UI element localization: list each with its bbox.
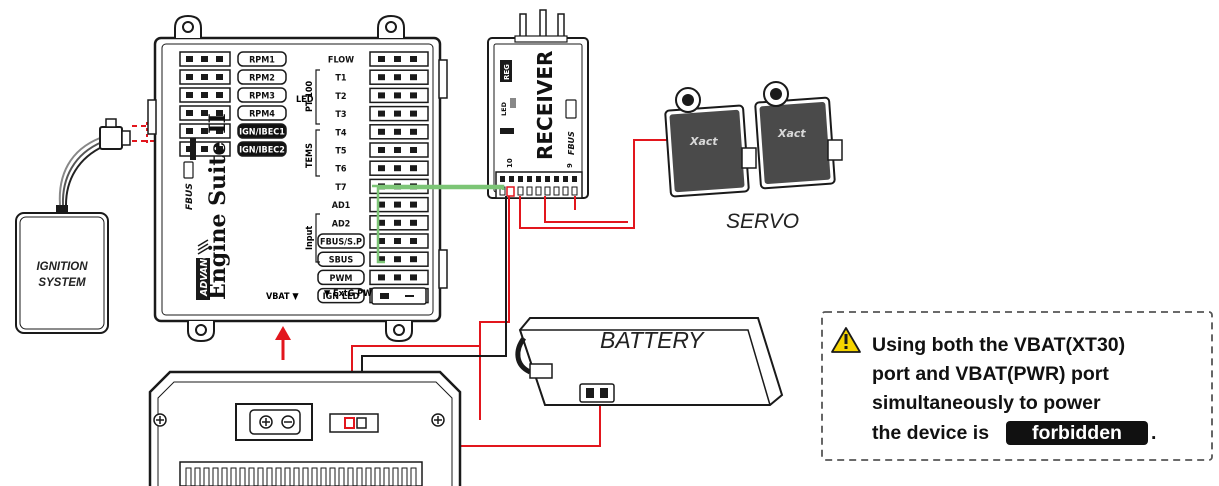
receiver-ch-left: 10 <box>506 158 514 168</box>
warning-forbidden: forbidden <box>1032 422 1122 444</box>
right-port-6: T5 <box>335 142 429 158</box>
receiver-fbus: FBUS <box>567 131 576 155</box>
right-port-2: T1 <box>335 69 429 85</box>
receiver-led: LED <box>500 101 508 116</box>
left-port-4: RPM4 <box>179 105 287 121</box>
extpwr-label: ▼ ExtG PWR <box>324 289 379 299</box>
warning-line-3: simultaneously to power <box>872 392 1101 414</box>
vbat-arrow <box>275 326 291 360</box>
servo-wire-1 <box>519 139 668 229</box>
left-port-label: RPM2 <box>249 74 275 84</box>
right-port-1: FLOW <box>328 51 429 67</box>
led-label: LED <box>296 95 314 105</box>
right-port-label: T2 <box>335 92 346 102</box>
servo-1: Xact <box>664 87 757 198</box>
warning-line-2: port and VBAT(PWR) port <box>872 363 1109 385</box>
forbidden-badge <box>1006 421 1148 445</box>
right-port-label: FBUS/S.P <box>320 238 362 248</box>
group-label-pt100: PT 100 <box>305 80 315 112</box>
right-port-10: AD2 <box>332 215 429 231</box>
ignition-label-line2: SYSTEM <box>38 277 86 289</box>
right-port-label: T4 <box>335 128 347 138</box>
right-port-label: AD1 <box>332 201 351 211</box>
warning-box: Using both the VBAT(XT30) port and VBAT(… <box>821 311 1213 461</box>
servo-2-brand: Xact <box>777 127 806 140</box>
right-port-9: AD1 <box>332 196 429 213</box>
left-port-2: RPM2 <box>179 69 287 85</box>
green-signal-wire <box>376 186 505 264</box>
group-label-input: Input <box>305 226 315 250</box>
right-port-label: T1 <box>335 74 347 84</box>
advance-logo-badge <box>196 258 210 300</box>
right-port-label: T5 <box>335 147 347 157</box>
warning-line-4: the device is <box>872 422 989 444</box>
brand-main: Engine Suite II <box>205 113 231 300</box>
servo-2: Xact <box>754 81 843 190</box>
left-port-label: RPM1 <box>249 56 275 66</box>
left-port-label: IGN/IBEC2 <box>239 146 285 156</box>
warning-line-1: Using both the VBAT(XT30) <box>872 334 1125 356</box>
right-port-13: PWM <box>317 269 429 286</box>
brand-fbus: FBUS <box>185 183 195 210</box>
right-port-7: T6 <box>335 160 429 176</box>
receiver-ch-right: 9 <box>566 163 574 168</box>
right-port-11: FBUS/S.P <box>317 233 429 249</box>
vbat-label: VBAT ▼ <box>266 292 299 302</box>
right-port-label: T7 <box>335 183 346 193</box>
battery: BATTERY <box>515 317 784 406</box>
bottom-power-connector <box>371 287 427 305</box>
right-port-5: T4 <box>335 124 429 140</box>
brand-top: ADVANCE <box>199 245 210 297</box>
servo-label: SERVO <box>726 210 799 233</box>
left-port-3: RPM3 <box>179 87 287 103</box>
right-port-12: SBUS <box>317 251 429 267</box>
right-port-3: T2 <box>335 87 429 104</box>
ignition-label-line1: IGNITION <box>36 261 88 273</box>
receiver-label: RECEIVER <box>533 51 557 160</box>
right-port-4: T3 <box>335 105 429 122</box>
ignition-connector <box>99 126 123 150</box>
left-port-label: IGN/IBEC1 <box>239 128 285 138</box>
warning-icon <box>831 327 861 353</box>
right-port-label: PWM <box>330 274 353 284</box>
receiver-fbus-pin <box>506 186 515 197</box>
right-port-label: FLOW <box>328 56 354 66</box>
left-port-label: RPM4 <box>249 110 275 120</box>
red-power-wire <box>479 196 510 420</box>
power-adapter <box>148 370 462 486</box>
right-port-label: AD2 <box>332 219 351 229</box>
right-port-label: T3 <box>335 110 346 120</box>
ignition-system: IGNITION SYSTEM <box>15 118 175 334</box>
left-port-1: RPM1 <box>179 51 287 67</box>
right-port-label: IGN LED <box>323 292 360 302</box>
warning-period: . <box>1151 422 1156 444</box>
left-port-label: RPM3 <box>249 92 275 102</box>
servo-1-brand: Xact <box>689 135 718 148</box>
ignition-cable-boot <box>56 205 68 214</box>
battery-label: BATTERY <box>600 327 705 353</box>
receiver-reg: REG <box>503 64 511 80</box>
group-label-temps: TEMS <box>305 143 315 168</box>
receiver: REG RECEIVER FBUS LED 10 9 <box>487 9 589 199</box>
right-port-label: T6 <box>335 165 347 175</box>
right-port-label: SBUS <box>329 256 354 266</box>
left-port-5: IGN/IBEC1 <box>179 123 287 139</box>
